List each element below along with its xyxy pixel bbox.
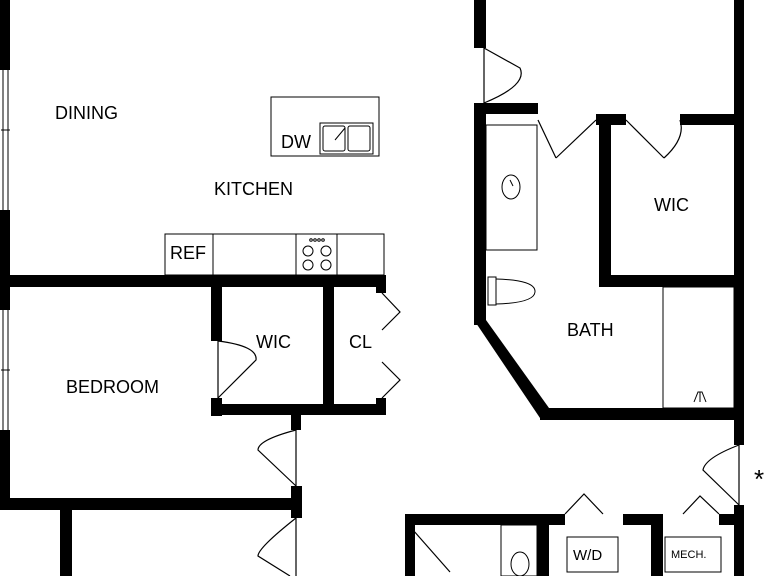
fixture-label-washer-dryer: W/D xyxy=(573,547,602,564)
kitchen-counter xyxy=(164,233,385,276)
walls xyxy=(0,0,744,576)
wall-wic-bottom xyxy=(211,404,386,415)
room-labels: DINING KITCHEN BEDROOM WIC CL BATH WIC D… xyxy=(55,103,764,564)
stove xyxy=(302,238,332,271)
door-mech[interactable] xyxy=(682,495,720,515)
washer-dryer-box xyxy=(566,536,619,573)
wall-cl-right-top xyxy=(376,275,386,293)
kitchen-island xyxy=(270,96,380,157)
wall-laundry-top-left xyxy=(405,514,565,525)
fixtures xyxy=(164,96,735,576)
sink-basin-right xyxy=(347,125,371,152)
wall-left-top xyxy=(0,0,10,70)
wall-kitchen-bottom xyxy=(0,275,386,287)
wall-bath-left xyxy=(474,103,486,325)
wall-right-top xyxy=(734,0,744,125)
wall-bedroom-door-top xyxy=(291,415,301,430)
wall-wd-mech-divider xyxy=(651,514,663,576)
vanity-sink xyxy=(501,174,521,200)
wall-mech-top xyxy=(719,514,744,525)
door-bath[interactable] xyxy=(537,119,597,159)
laundry-sink xyxy=(510,551,530,576)
wall-right-low xyxy=(734,505,744,576)
fixture-label-mechanical: MECH. xyxy=(671,549,706,561)
door-top-center[interactable] xyxy=(483,47,522,104)
windows xyxy=(1,70,10,430)
shower xyxy=(662,286,735,409)
wall-cl-right-bottom xyxy=(376,398,386,415)
wall-left-low xyxy=(0,430,10,510)
wall-laundry-divider xyxy=(537,514,549,576)
wall-bath-top-right xyxy=(680,114,744,125)
bath-vanity xyxy=(485,124,538,251)
mech-box xyxy=(664,536,722,573)
toilet xyxy=(487,276,536,306)
room-label-bath: BATH xyxy=(567,320,614,340)
shower-head-icon xyxy=(693,391,707,403)
wall-laundry-left xyxy=(405,514,415,576)
wall-wic-cl-divider xyxy=(323,275,334,415)
wall-bath-bottom xyxy=(540,408,744,420)
wall-bedroom-bottom xyxy=(0,498,302,510)
wall-bath-wic-bottom xyxy=(599,275,744,287)
fixture-label-refrigerator: REF xyxy=(170,243,206,263)
wall-center-top xyxy=(474,0,486,48)
room-label-closet: CL xyxy=(349,332,372,352)
wall-wd-right xyxy=(623,514,663,525)
sink-basin-left xyxy=(322,125,346,152)
door-lower-laundry[interactable] xyxy=(412,529,451,573)
wall-bath-wic-left xyxy=(599,114,611,286)
door-right-exterior[interactable] xyxy=(702,444,740,506)
laundry-counter xyxy=(500,524,538,576)
fixture-label-dishwasher: DW xyxy=(281,132,311,152)
door-bedroom[interactable] xyxy=(257,429,297,487)
room-label-bedroom: BEDROOM xyxy=(66,377,159,397)
door-lower-left[interactable] xyxy=(257,517,297,576)
door-closet[interactable] xyxy=(381,292,401,399)
room-label-kitchen: KITCHEN xyxy=(214,179,293,199)
double-sink-outer xyxy=(319,122,374,155)
wall-bath-top-left xyxy=(474,103,538,114)
wall-left-mid xyxy=(0,210,10,310)
doors xyxy=(217,47,740,576)
door-wic-bath[interactable] xyxy=(625,119,682,159)
door-laundry[interactable] xyxy=(564,493,604,515)
wall-bath-diagonal xyxy=(474,320,549,418)
room-label-wic-bath: WIC xyxy=(654,195,689,215)
room-label-wic-bedroom: WIC xyxy=(256,332,291,352)
wall-bedroom-door-post xyxy=(291,486,302,518)
door-wic-bedroom[interactable] xyxy=(217,340,257,399)
wall-wic-left xyxy=(211,275,222,341)
marker-asterisk: * xyxy=(754,464,764,494)
wall-right-mid xyxy=(734,125,744,445)
wall-lower-left xyxy=(60,510,72,576)
room-label-dining: DINING xyxy=(55,103,118,123)
